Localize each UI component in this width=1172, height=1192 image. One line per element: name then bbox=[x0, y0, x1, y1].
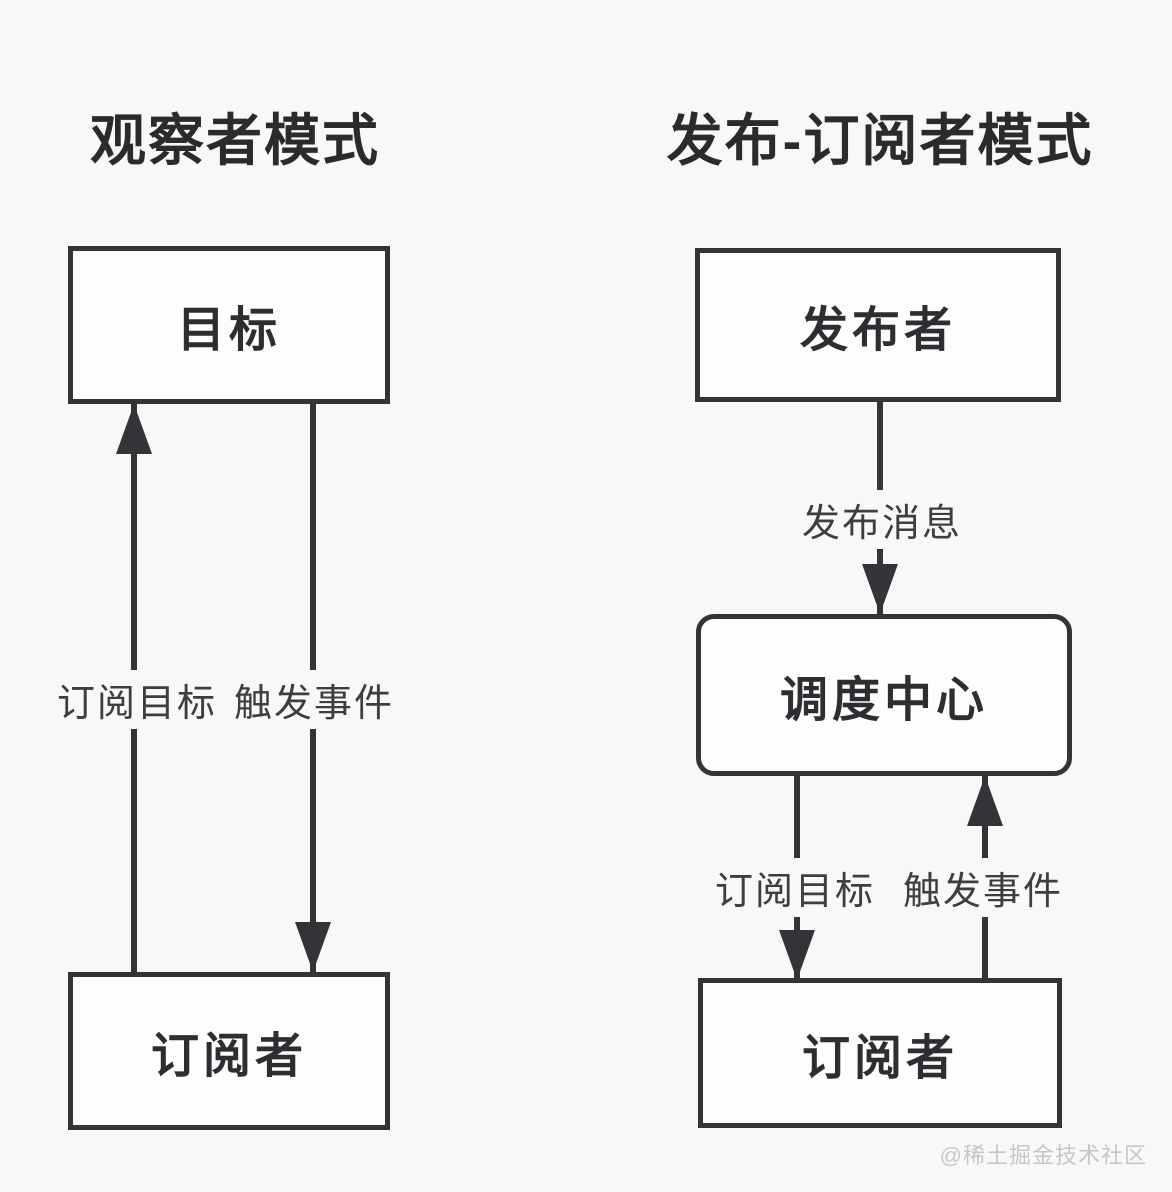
pubsub-publish-label: 发布消息 bbox=[793, 490, 971, 549]
pubsub-dispatch-center-box: 调度中心 bbox=[696, 614, 1072, 776]
pubsub-publisher-box-label: 发布者 bbox=[799, 304, 956, 357]
observer-subscribe-arrowhead-up-icon bbox=[116, 404, 152, 454]
pubsub-subscribe-label: 订阅目标 bbox=[706, 858, 884, 917]
observer-pattern-title: 观察者模式 bbox=[90, 109, 380, 172]
pubsub-trigger-label: 触发事件 bbox=[894, 858, 1072, 917]
pubsub-dispatch-center-box-label: 调度中心 bbox=[779, 674, 988, 727]
observer-subscriber-box-label: 订阅者 bbox=[150, 1030, 307, 1083]
juejin-watermark: @稀土掘金技术社区 bbox=[939, 1143, 1147, 1168]
observer-target-box: 目标 bbox=[68, 246, 390, 404]
pubsub-subscriber-box-label: 订阅者 bbox=[801, 1032, 958, 1085]
observer-target-box-label: 目标 bbox=[176, 304, 281, 357]
observer-trigger-label: 触发事件 bbox=[225, 670, 403, 729]
observer-subscribe-label: 订阅目标 bbox=[48, 670, 226, 729]
pubsub-subscribe-arrowhead-down-icon bbox=[779, 930, 815, 980]
pubsub-publisher-box: 发布者 bbox=[695, 248, 1061, 402]
observer-subscriber-box: 订阅者 bbox=[68, 972, 390, 1130]
pubsub-subscriber-box: 订阅者 bbox=[698, 978, 1062, 1128]
pubsub-publish-arrowhead-down-icon bbox=[862, 564, 898, 614]
observer-trigger-arrowhead-down-icon bbox=[295, 922, 331, 972]
pubsub-trigger-arrowhead-up-icon bbox=[967, 776, 1003, 826]
pubsub-pattern-title: 发布-订阅者模式 bbox=[666, 109, 1094, 172]
